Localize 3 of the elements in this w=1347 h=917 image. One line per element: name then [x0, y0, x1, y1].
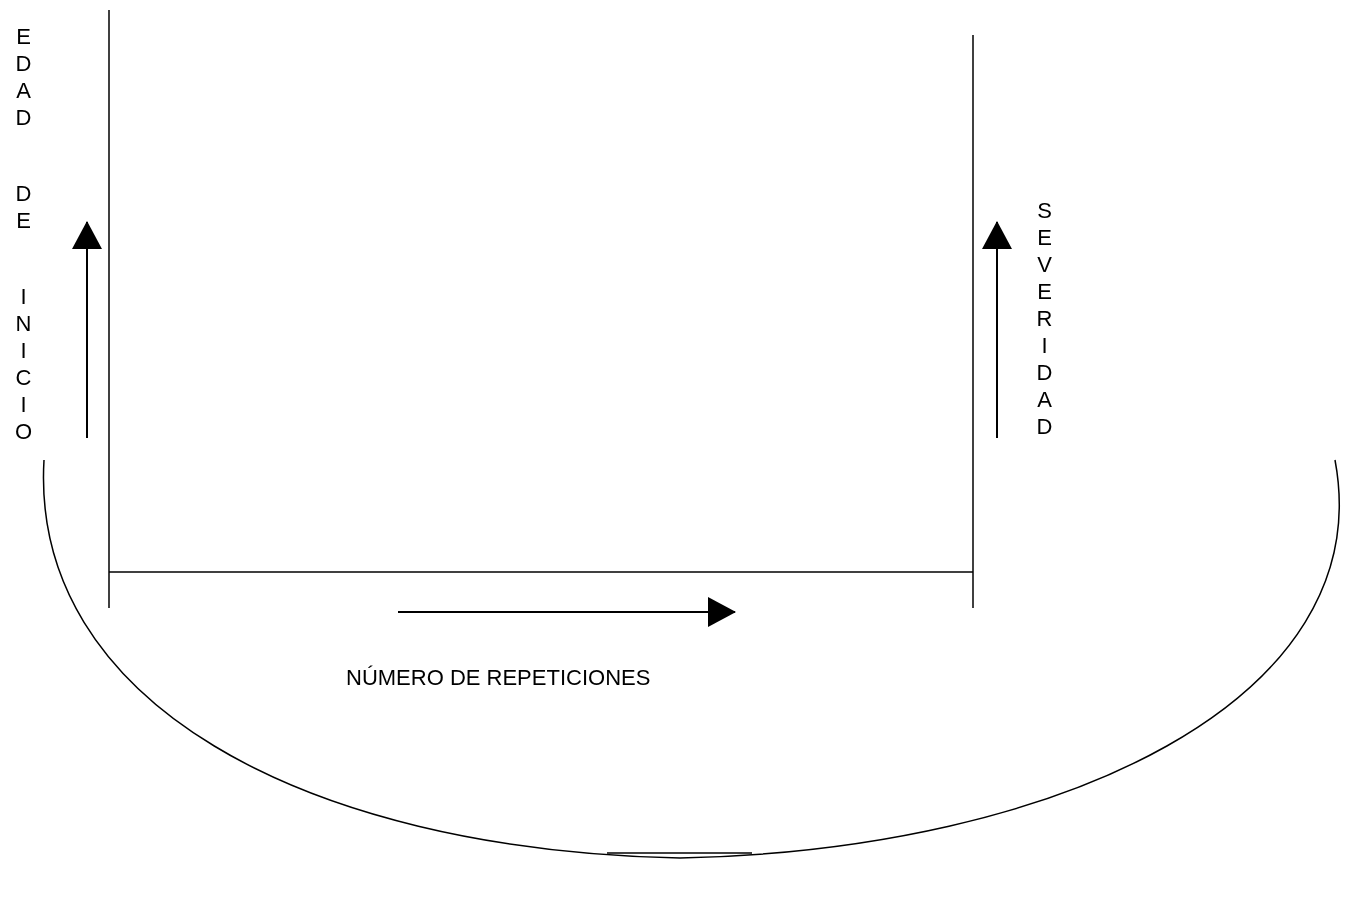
axis-label: SEVERIDAD	[1032, 198, 1056, 441]
axis-label: EDAD DE INICIO	[11, 24, 35, 446]
axis-label: NÚMERO DE REPETICIONES	[346, 666, 651, 690]
